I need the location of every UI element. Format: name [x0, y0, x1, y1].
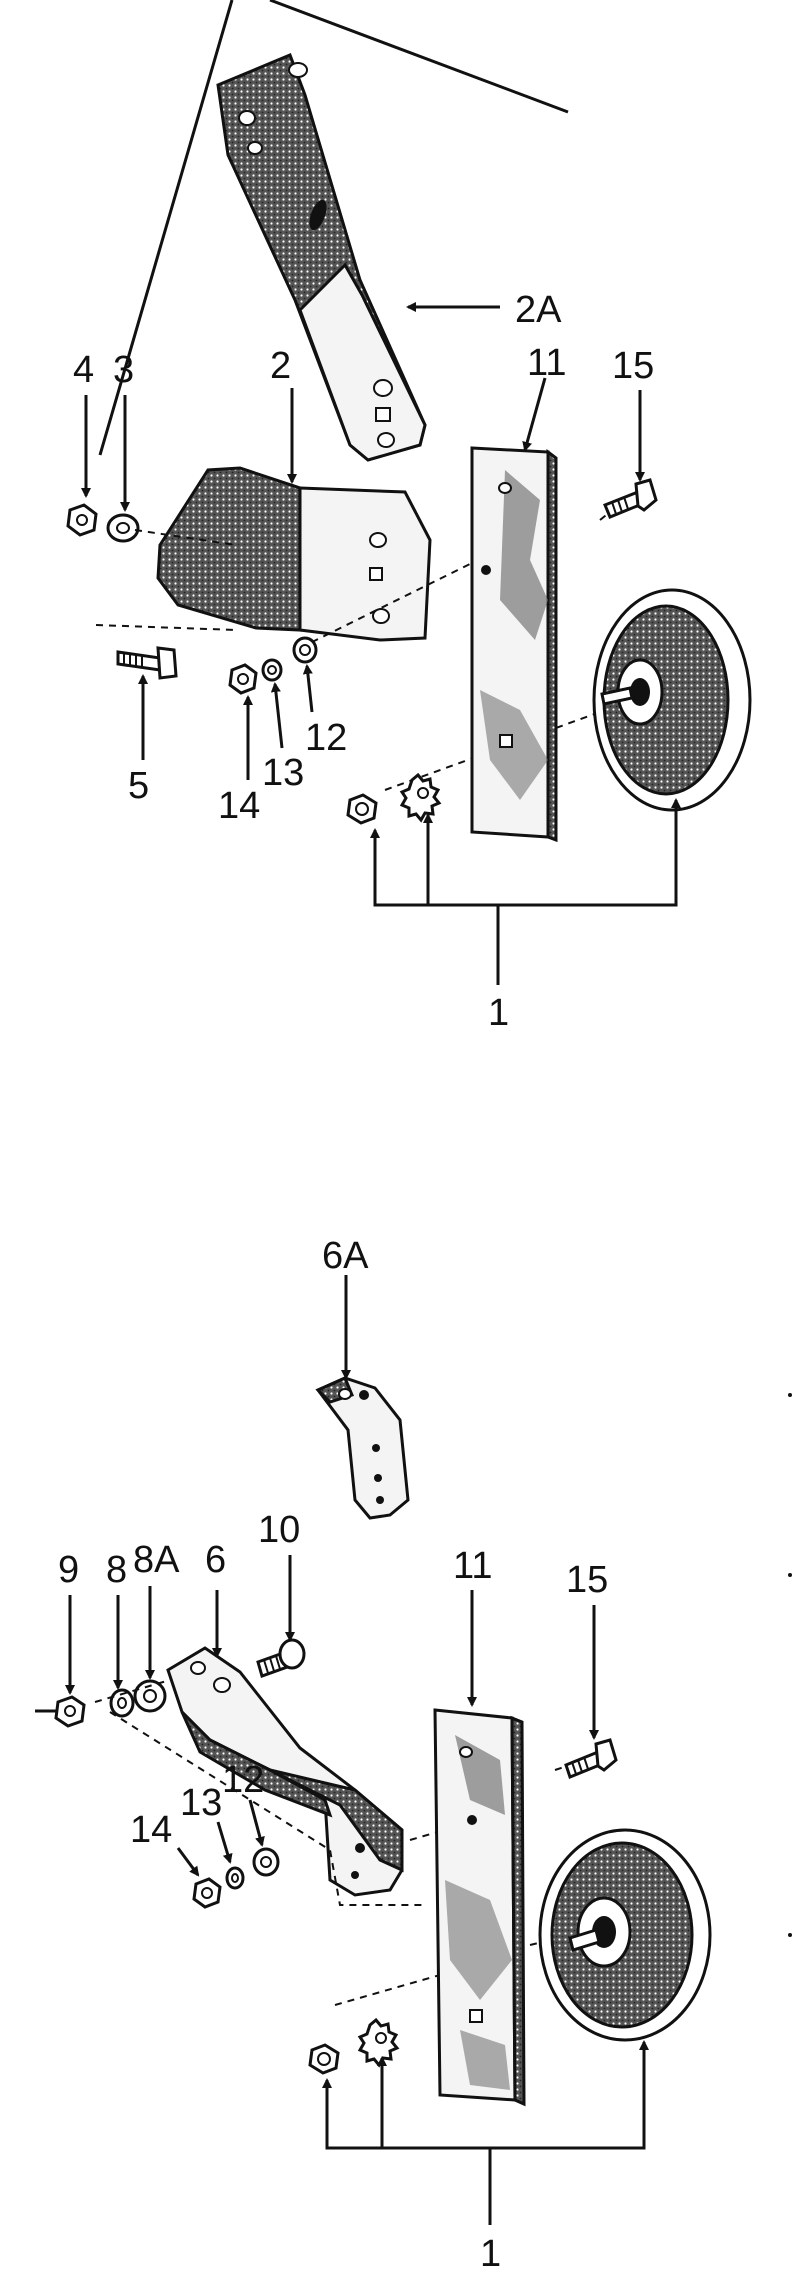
leader-13	[270, 682, 284, 749]
label-15-lower: 15	[566, 1559, 608, 1601]
label-2: 2	[270, 345, 291, 387]
lower-assembly: 6A 9 8 8A 6	[35, 1235, 792, 2274]
label-13: 13	[262, 752, 304, 794]
washer-3	[106, 513, 140, 543]
washer-8	[109, 1688, 135, 1718]
label-11-upper: 11	[527, 342, 566, 384]
bracket-2	[156, 466, 432, 642]
plate-11-upper	[470, 446, 558, 843]
plate-11-lower	[433, 1708, 526, 2107]
upper-assembly: 2A 2 4 3 5	[66, 0, 752, 1034]
frame-line-right	[269, 0, 569, 114]
nut-4	[66, 503, 98, 537]
label-12-lower: 12	[222, 1759, 264, 1801]
upper-dashed-line-a	[95, 624, 237, 631]
washer-12	[292, 636, 318, 664]
label-14-lower: 14	[130, 1809, 172, 1851]
leader-13-lower	[216, 1821, 233, 1864]
leader-14-lower	[176, 1847, 200, 1877]
label-8: 8	[106, 1549, 127, 1591]
leader-12-lower	[248, 1799, 265, 1847]
label-15-upper: 15	[612, 345, 654, 387]
label-12: 12	[305, 717, 347, 759]
label-14: 14	[218, 785, 260, 827]
nut-14-lower	[192, 1877, 222, 1909]
nut-wheel-lower	[308, 2043, 340, 2075]
speck-b	[788, 1573, 792, 1577]
label-13-lower: 13	[180, 1782, 222, 1824]
label-6: 6	[205, 1539, 226, 1581]
label-8a: 8A	[133, 1539, 180, 1581]
nut-wheel-upper	[346, 793, 378, 825]
lower-dashed-line-b	[109, 1711, 425, 1906]
lockwasher-13-lower	[225, 1866, 245, 1890]
label-2a: 2A	[515, 289, 562, 331]
label-4: 4	[73, 349, 94, 391]
label-9: 9	[58, 1549, 79, 1591]
label-1-lower: 1	[480, 2233, 501, 2274]
label-10: 10	[258, 1509, 300, 1551]
washer-8a	[133, 1679, 167, 1713]
leader-11-upper	[522, 377, 547, 452]
bolt-15-upper	[603, 478, 658, 519]
label-1-upper: 1	[488, 992, 509, 1034]
lockwasher-wheel-upper	[399, 772, 442, 823]
nut-14	[228, 663, 258, 695]
bracket-6a	[315, 1376, 410, 1520]
wheel-lower	[538, 1828, 712, 2042]
leader-12	[302, 664, 314, 713]
label-3: 3	[113, 349, 134, 391]
bracket-6	[166, 1646, 404, 1897]
frame-line-left	[98, 0, 234, 456]
plate-2a	[216, 53, 427, 462]
lower-dashed-line-e	[334, 1974, 441, 2006]
washer-12-lower	[252, 1847, 280, 1877]
speck-c	[788, 1933, 792, 1937]
lower-dashed-line-a	[94, 1679, 171, 1703]
upper-dashed-line-b	[134, 529, 237, 546]
bolt-5	[116, 646, 178, 680]
nut-9	[54, 1695, 86, 1728]
wheel-upper	[592, 588, 752, 812]
label-5: 5	[128, 765, 149, 807]
lockwasher-13	[261, 658, 283, 682]
label-11-lower: 11	[453, 1545, 492, 1587]
bolt-10	[256, 1638, 306, 1678]
speck-a	[788, 1393, 792, 1397]
bolt-15-lower	[564, 1738, 618, 1779]
lockwasher-wheel-lower	[357, 2017, 400, 2068]
label-6a: 6A	[322, 1235, 369, 1277]
